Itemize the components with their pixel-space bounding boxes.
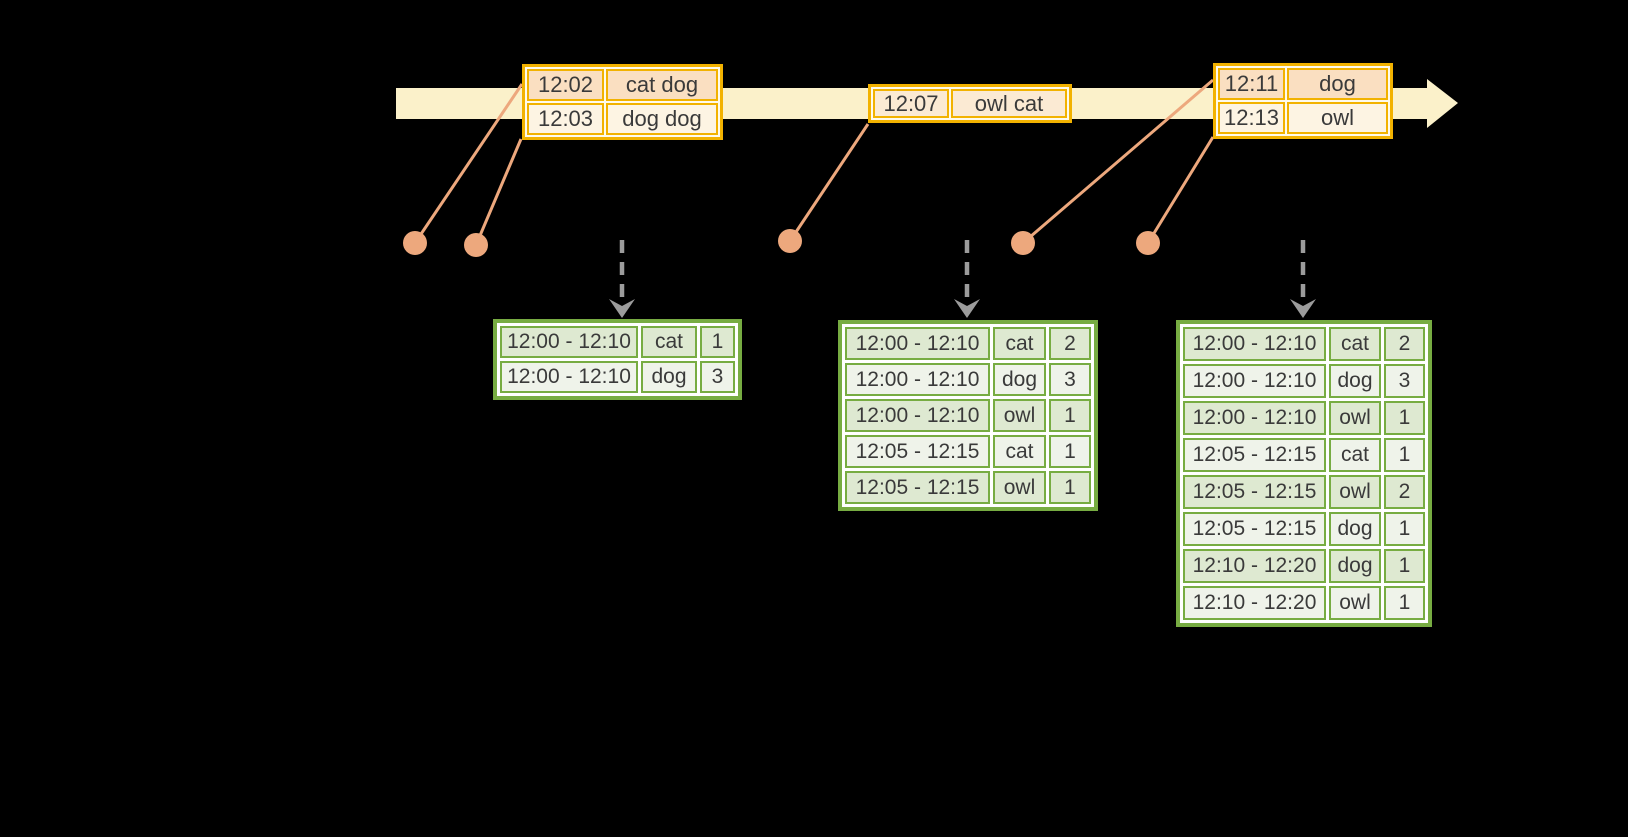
result-row: 12:00 - 12:10 owl 1 bbox=[845, 399, 1091, 432]
event-words: owl cat bbox=[951, 89, 1067, 118]
word-cell: owl bbox=[993, 399, 1046, 432]
event-words: owl bbox=[1287, 102, 1388, 134]
event-time: 12:07 bbox=[873, 89, 949, 118]
event-dot-icon bbox=[403, 231, 427, 255]
event-connector-line bbox=[474, 138, 523, 246]
event-row: 12:03 dog dog bbox=[527, 103, 718, 135]
event-words: cat dog bbox=[606, 69, 718, 101]
result-table-1: 12:00 - 12:10 cat 1 12:00 - 12:10 dog 3 bbox=[493, 319, 742, 400]
event-table-2: 12:07 owl cat bbox=[868, 84, 1072, 123]
result-row: 12:00 - 12:10 cat 1 bbox=[500, 326, 735, 358]
word-cell: owl bbox=[1329, 401, 1381, 435]
event-connector-line bbox=[1146, 136, 1215, 244]
word-cell: dog bbox=[641, 361, 697, 393]
event-connector-line bbox=[788, 123, 870, 242]
count-cell: 2 bbox=[1384, 327, 1425, 361]
window-cell: 12:05 - 12:15 bbox=[845, 471, 990, 504]
window-cell: 12:00 - 12:10 bbox=[845, 399, 990, 432]
event-time: 12:03 bbox=[527, 103, 604, 135]
event-dot-icon bbox=[1011, 231, 1035, 255]
window-cell: 12:05 - 12:15 bbox=[1183, 475, 1326, 509]
window-cell: 12:10 - 12:20 bbox=[1183, 549, 1326, 583]
event-table-3: 12:11 dog 12:13 owl bbox=[1213, 63, 1393, 139]
window-cell: 12:00 - 12:10 bbox=[845, 363, 990, 396]
window-cell: 12:10 - 12:20 bbox=[1183, 586, 1326, 620]
window-cell: 12:00 - 12:10 bbox=[500, 326, 638, 358]
word-cell: cat bbox=[1329, 327, 1381, 361]
result-row: 12:00 - 12:10 cat 2 bbox=[1183, 327, 1425, 361]
count-cell: 1 bbox=[1384, 549, 1425, 583]
result-row: 12:05 - 12:15 cat 1 bbox=[845, 435, 1091, 468]
window-cell: 12:00 - 12:10 bbox=[1183, 401, 1326, 435]
window-cell: 12:05 - 12:15 bbox=[1183, 512, 1326, 546]
result-row: 12:00 - 12:10 dog 3 bbox=[500, 361, 735, 393]
event-connector-line bbox=[1022, 78, 1214, 245]
result-row: 12:05 - 12:15 dog 1 bbox=[1183, 512, 1425, 546]
result-row: 12:00 - 12:10 cat 2 bbox=[845, 327, 1091, 360]
trigger-arrowhead-icon bbox=[1290, 299, 1316, 318]
event-words: dog bbox=[1287, 68, 1388, 100]
event-row: 12:13 owl bbox=[1218, 102, 1388, 134]
count-cell: 2 bbox=[1384, 475, 1425, 509]
result-row: 12:05 - 12:15 owl 1 bbox=[845, 471, 1091, 504]
count-cell: 1 bbox=[1384, 512, 1425, 546]
word-cell: dog bbox=[993, 363, 1046, 396]
word-cell: owl bbox=[993, 471, 1046, 504]
word-cell: dog bbox=[1329, 512, 1381, 546]
count-cell: 3 bbox=[1384, 364, 1425, 398]
result-row: 12:05 - 12:15 cat 1 bbox=[1183, 438, 1425, 472]
count-cell: 1 bbox=[1384, 586, 1425, 620]
event-dot-icon bbox=[1136, 231, 1160, 255]
count-cell: 1 bbox=[700, 326, 735, 358]
event-dot-icon bbox=[778, 229, 802, 253]
word-cell: cat bbox=[993, 435, 1046, 468]
word-cell: dog bbox=[1329, 549, 1381, 583]
window-cell: 12:00 - 12:10 bbox=[845, 327, 990, 360]
event-row: 12:02 cat dog bbox=[527, 69, 718, 101]
event-time: 12:13 bbox=[1218, 102, 1285, 134]
result-row: 12:00 - 12:10 dog 3 bbox=[1183, 364, 1425, 398]
count-cell: 1 bbox=[1049, 471, 1091, 504]
result-row: 12:10 - 12:20 dog 1 bbox=[1183, 549, 1425, 583]
window-cell: 12:00 - 12:10 bbox=[1183, 327, 1326, 361]
result-row: 12:00 - 12:10 owl 1 bbox=[1183, 401, 1425, 435]
result-row: 12:05 - 12:15 owl 2 bbox=[1183, 475, 1425, 509]
window-cell: 12:05 - 12:15 bbox=[845, 435, 990, 468]
trigger-arrowhead-icon bbox=[609, 299, 635, 318]
timeline-arrow-icon bbox=[1427, 79, 1458, 128]
word-cell: cat bbox=[1329, 438, 1381, 472]
count-cell: 3 bbox=[700, 361, 735, 393]
event-words: dog dog bbox=[606, 103, 718, 135]
word-cell: cat bbox=[993, 327, 1046, 360]
result-row: 12:10 - 12:20 owl 1 bbox=[1183, 586, 1425, 620]
event-row: 12:11 dog bbox=[1218, 68, 1388, 100]
count-cell: 2 bbox=[1049, 327, 1091, 360]
count-cell: 1 bbox=[1384, 438, 1425, 472]
trigger-arrowhead-icon bbox=[954, 299, 980, 318]
count-cell: 1 bbox=[1049, 435, 1091, 468]
event-time: 12:11 bbox=[1218, 68, 1285, 100]
result-row: 12:00 - 12:10 dog 3 bbox=[845, 363, 1091, 396]
count-cell: 3 bbox=[1049, 363, 1091, 396]
result-table-3: 12:00 - 12:10 cat 2 12:00 - 12:10 dog 3 … bbox=[1176, 320, 1432, 627]
window-cell: 12:00 - 12:10 bbox=[1183, 364, 1326, 398]
window-cell: 12:05 - 12:15 bbox=[1183, 438, 1326, 472]
count-cell: 1 bbox=[1384, 401, 1425, 435]
event-row: 12:07 owl cat bbox=[873, 89, 1067, 118]
result-table-2: 12:00 - 12:10 cat 2 12:00 - 12:10 dog 3 … bbox=[838, 320, 1098, 511]
word-cell: owl bbox=[1329, 586, 1381, 620]
word-cell: dog bbox=[1329, 364, 1381, 398]
word-cell: owl bbox=[1329, 475, 1381, 509]
event-connector-line bbox=[413, 83, 524, 244]
event-time: 12:02 bbox=[527, 69, 604, 101]
window-cell: 12:00 - 12:10 bbox=[500, 361, 638, 393]
event-dot-icon bbox=[464, 233, 488, 257]
word-cell: cat bbox=[641, 326, 697, 358]
event-table-1: 12:02 cat dog 12:03 dog dog bbox=[522, 64, 723, 140]
count-cell: 1 bbox=[1049, 399, 1091, 432]
